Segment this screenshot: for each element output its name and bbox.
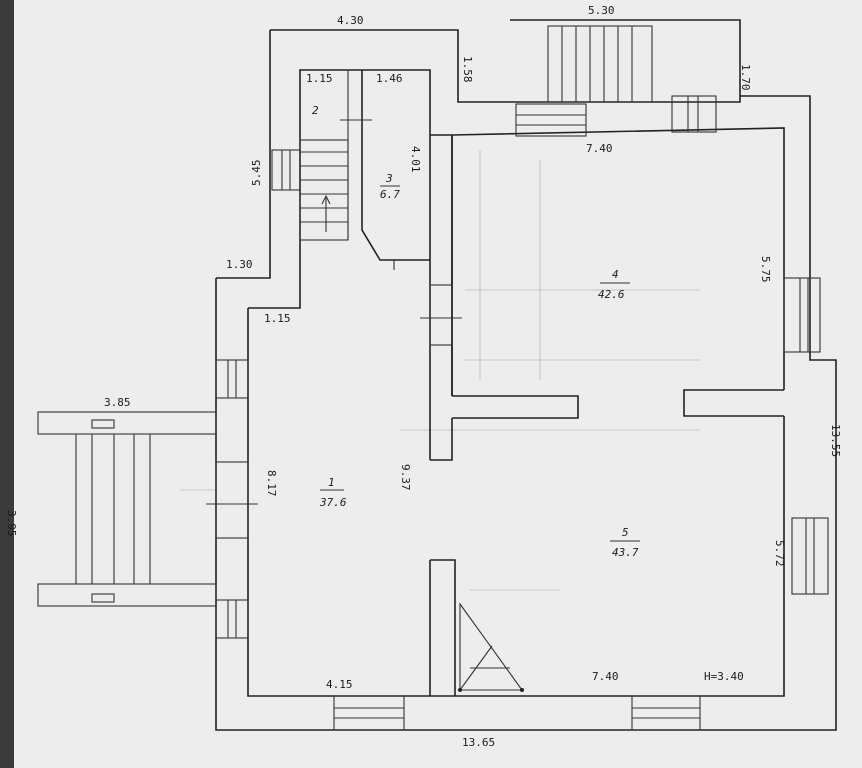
height-label: H=3.40	[704, 670, 744, 683]
room-4-area: 42.6	[598, 288, 625, 301]
dim-8-17: 8.17	[265, 470, 278, 497]
dim-1-70: 1.70	[739, 64, 752, 91]
dim-5-75: 5.75	[759, 256, 772, 283]
dim-1-30: 1.30	[226, 258, 253, 271]
dim-7-40-bottom: 7.40	[592, 670, 619, 683]
dim-4-30: 4.30	[337, 14, 364, 27]
external-stair-top	[547, 25, 653, 103]
dimension-labels: 4.30 5.30 1.70 1.58 1.15 1.46 5.45 4.01 …	[5, 4, 842, 749]
room-3-number: 3	[385, 172, 393, 185]
dim-1-15-mid: 1.15	[264, 312, 291, 325]
room-4-number: 4	[612, 268, 619, 281]
dim-7-40-top: 7.40	[586, 142, 613, 155]
dim-1-46: 1.46	[376, 72, 403, 85]
dim-9-37: 9.37	[399, 464, 412, 491]
faint-underlay-lines	[180, 150, 700, 591]
corner-stair	[458, 602, 524, 692]
dim-3-95: 3.95	[5, 510, 18, 537]
windows	[206, 95, 829, 731]
dim-13-65: 13.65	[462, 736, 495, 749]
room-5-area: 43.7	[612, 546, 639, 559]
dim-4-15: 4.15	[326, 678, 353, 691]
paper-left-edge	[0, 0, 14, 768]
room-5-number: 5	[622, 526, 629, 539]
room-1-area: 37.6	[319, 496, 347, 509]
room-2-number: 2	[312, 104, 319, 117]
dim-4-01: 4.01	[409, 146, 422, 173]
room-3-area: 6.7	[380, 188, 400, 201]
external-stair-left	[37, 411, 217, 607]
room-1-number: 1	[328, 476, 335, 489]
interior-partitions	[347, 70, 784, 696]
dim-13-55: 13.55	[829, 424, 842, 457]
dim-5-72: 5.72	[773, 540, 786, 567]
dim-1-58: 1.58	[461, 56, 474, 83]
dim-5-30: 5.30	[588, 4, 615, 17]
room-labels: 1 37.6 2 3 6.7 4 42.6 5 43.7	[312, 104, 640, 559]
dim-5-45: 5.45	[250, 160, 263, 187]
dim-3-85: 3.85	[104, 396, 131, 409]
dim-1-15-top: 1.15	[306, 72, 333, 85]
